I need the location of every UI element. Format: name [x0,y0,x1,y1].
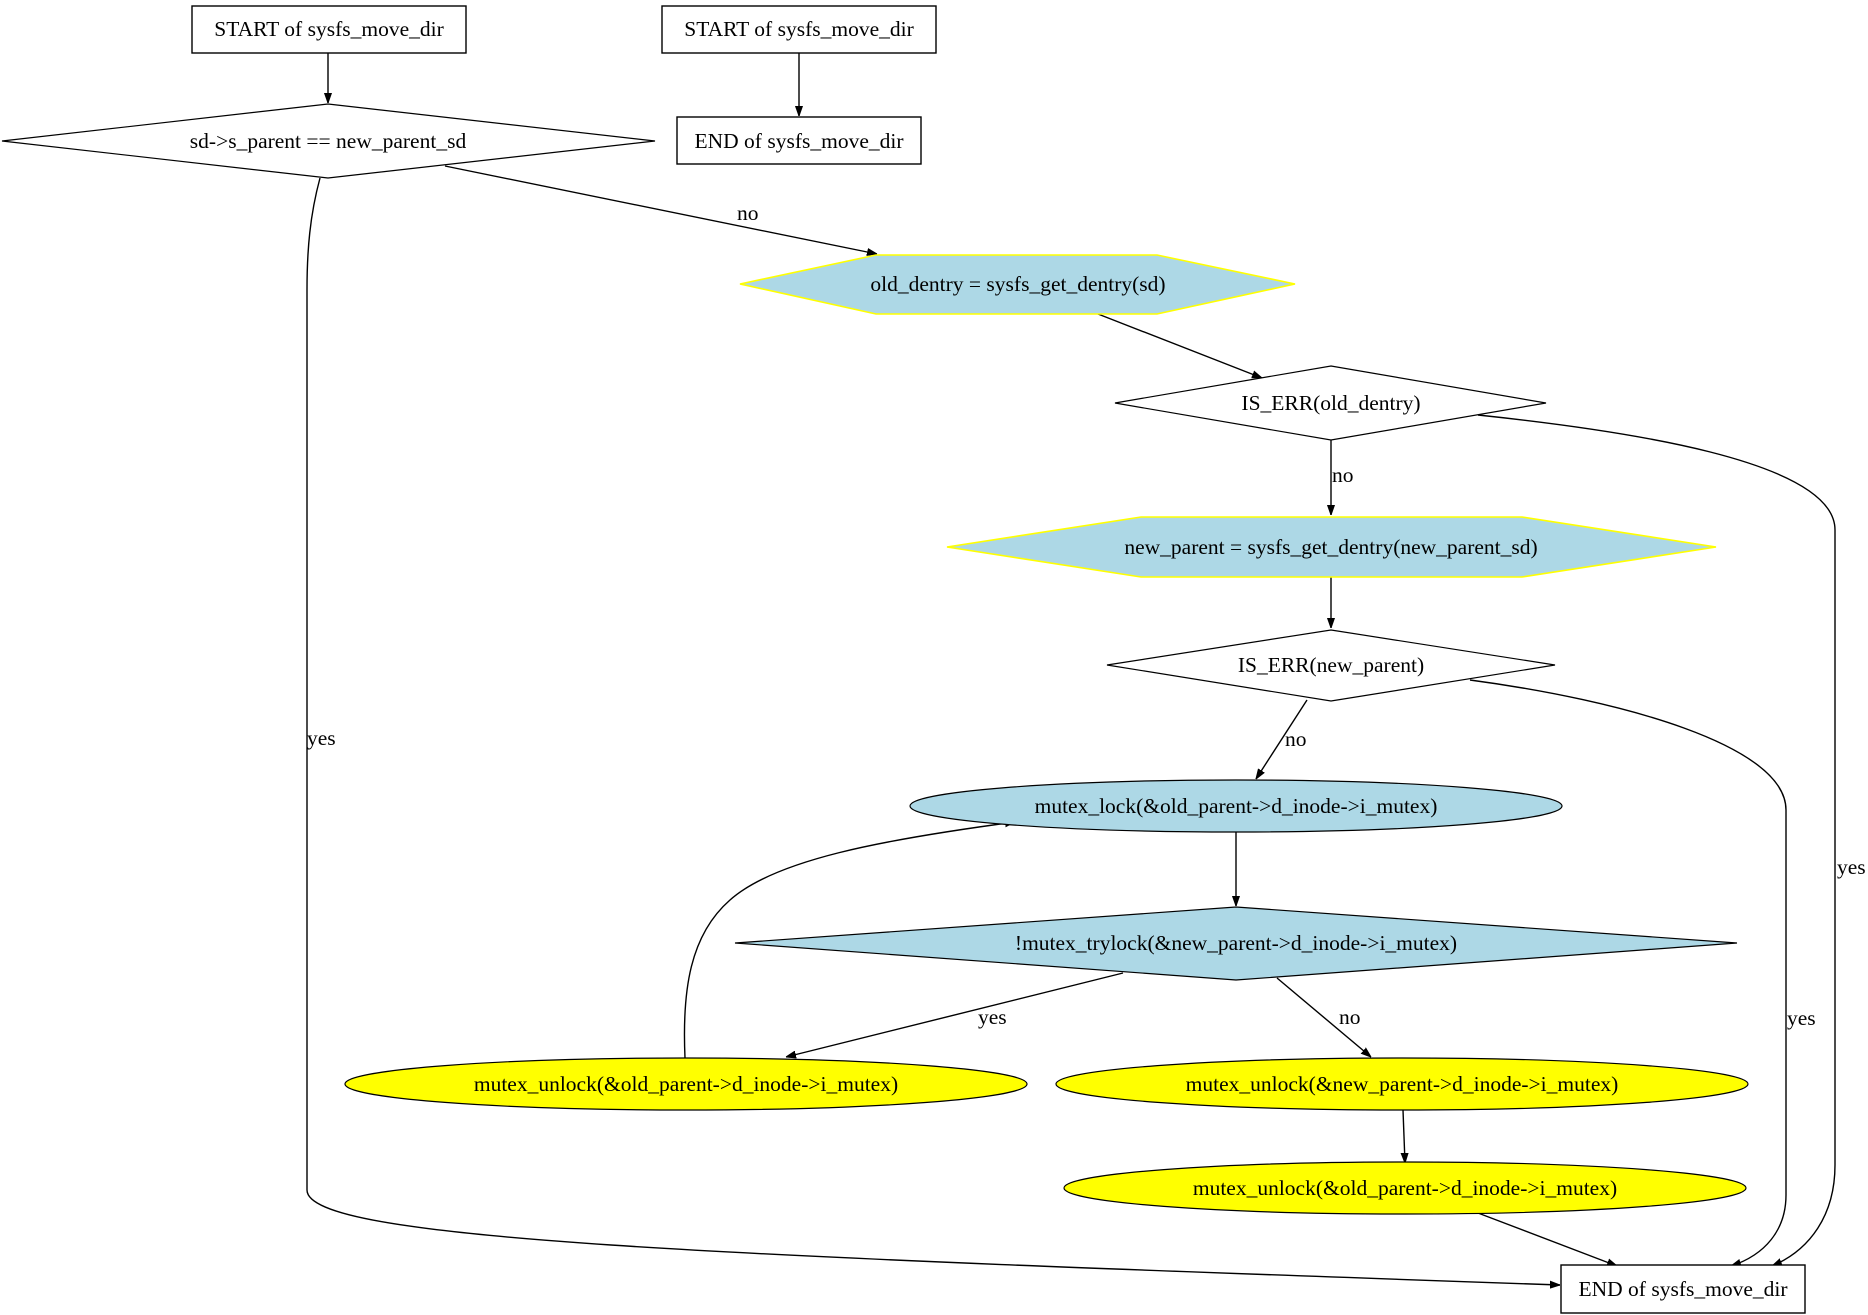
node-trylock: !mutex_trylock(&new_parent->d_inode->i_m… [734,906,1738,981]
label-trylock-no: no [1339,1005,1361,1029]
edge-labels: no yes no yes no yes yes no [307,201,1866,1030]
node-mutex-lock-old-label: mutex_lock(&old_parent->d_inode->i_mutex… [1035,794,1438,818]
node-unlock-new: mutex_unlock(&new_parent->d_inode->i_mut… [1055,1057,1749,1111]
node-condition-parent: sd->s_parent == new_parent_sd [1,103,656,179]
node-get-old-dentry: old_dentry = sysfs_get_dentry(sd) [739,254,1296,315]
edge-err-new-no [1256,699,1308,779]
node-start-2: START of sysfs_move_dir [661,5,937,54]
node-trylock-label: !mutex_trylock(&new_parent->d_inode->i_m… [1015,931,1457,955]
node-get-old-dentry-label: old_dentry = sysfs_get_dentry(sd) [870,272,1165,296]
node-end-top: END of sysfs_move_dir [676,116,922,165]
node-is-err-new-label: IS_ERR(new_parent) [1238,653,1424,677]
node-end-bottom-label: END of sysfs_move_dir [1578,1277,1787,1301]
node-condition-parent-label: sd->s_parent == new_parent_sd [190,129,467,153]
edge-err-new-yes [1469,679,1787,1266]
edge-condition-no [444,165,877,254]
label-err-new-yes: yes [1787,1006,1816,1030]
label-condition-yes: yes [307,726,336,750]
edge-err-old-yes [1477,414,1836,1267]
edge-unlock-old-to-end [1477,1212,1617,1267]
node-start-2-label: START of sysfs_move_dir [684,17,914,41]
node-mutex-lock-old: mutex_lock(&old_parent->d_inode->i_mutex… [909,779,1563,833]
node-end-top-label: END of sysfs_move_dir [694,129,903,153]
node-unlock-old: mutex_unlock(&old_parent->d_inode->i_mut… [1063,1161,1747,1215]
node-start-1-label: START of sysfs_move_dir [214,17,444,41]
node-is-err-old: IS_ERR(old_dentry) [1114,365,1547,441]
node-get-new-parent: new_parent = sysfs_get_dentry(new_parent… [946,516,1717,578]
edge-retry-loop [683,822,1015,1059]
label-trylock-yes: yes [978,1005,1007,1029]
label-err-old-yes: yes [1837,855,1866,879]
edge-get-old-to-err-old [1097,313,1262,379]
node-is-err-new: IS_ERR(new_parent) [1106,629,1556,702]
edge-trylock-yes [786,972,1124,1057]
node-get-new-parent-label: new_parent = sysfs_get_dentry(new_parent… [1124,535,1537,559]
node-unlock-old-label: mutex_unlock(&old_parent->d_inode->i_mut… [1193,1176,1617,1200]
node-unlock-old-retry: mutex_unlock(&old_parent->d_inode->i_mut… [344,1057,1028,1111]
edge-condition-yes [306,177,1560,1285]
node-end-bottom: END of sysfs_move_dir [1560,1264,1806,1314]
label-err-new-no: no [1285,727,1307,751]
label-err-old-no: no [1332,463,1354,487]
node-start-1: START of sysfs_move_dir [191,5,467,54]
label-condition-no: no [737,201,759,225]
node-unlock-new-label: mutex_unlock(&new_parent->d_inode->i_mut… [1186,1072,1619,1096]
node-unlock-old-retry-label: mutex_unlock(&old_parent->d_inode->i_mut… [474,1072,898,1096]
edge-trylock-no [1276,977,1371,1057]
edge-unlock-new-to-unlock-old [1403,1109,1405,1163]
edges [306,53,1836,1285]
node-is-err-old-label: IS_ERR(old_dentry) [1241,391,1420,415]
